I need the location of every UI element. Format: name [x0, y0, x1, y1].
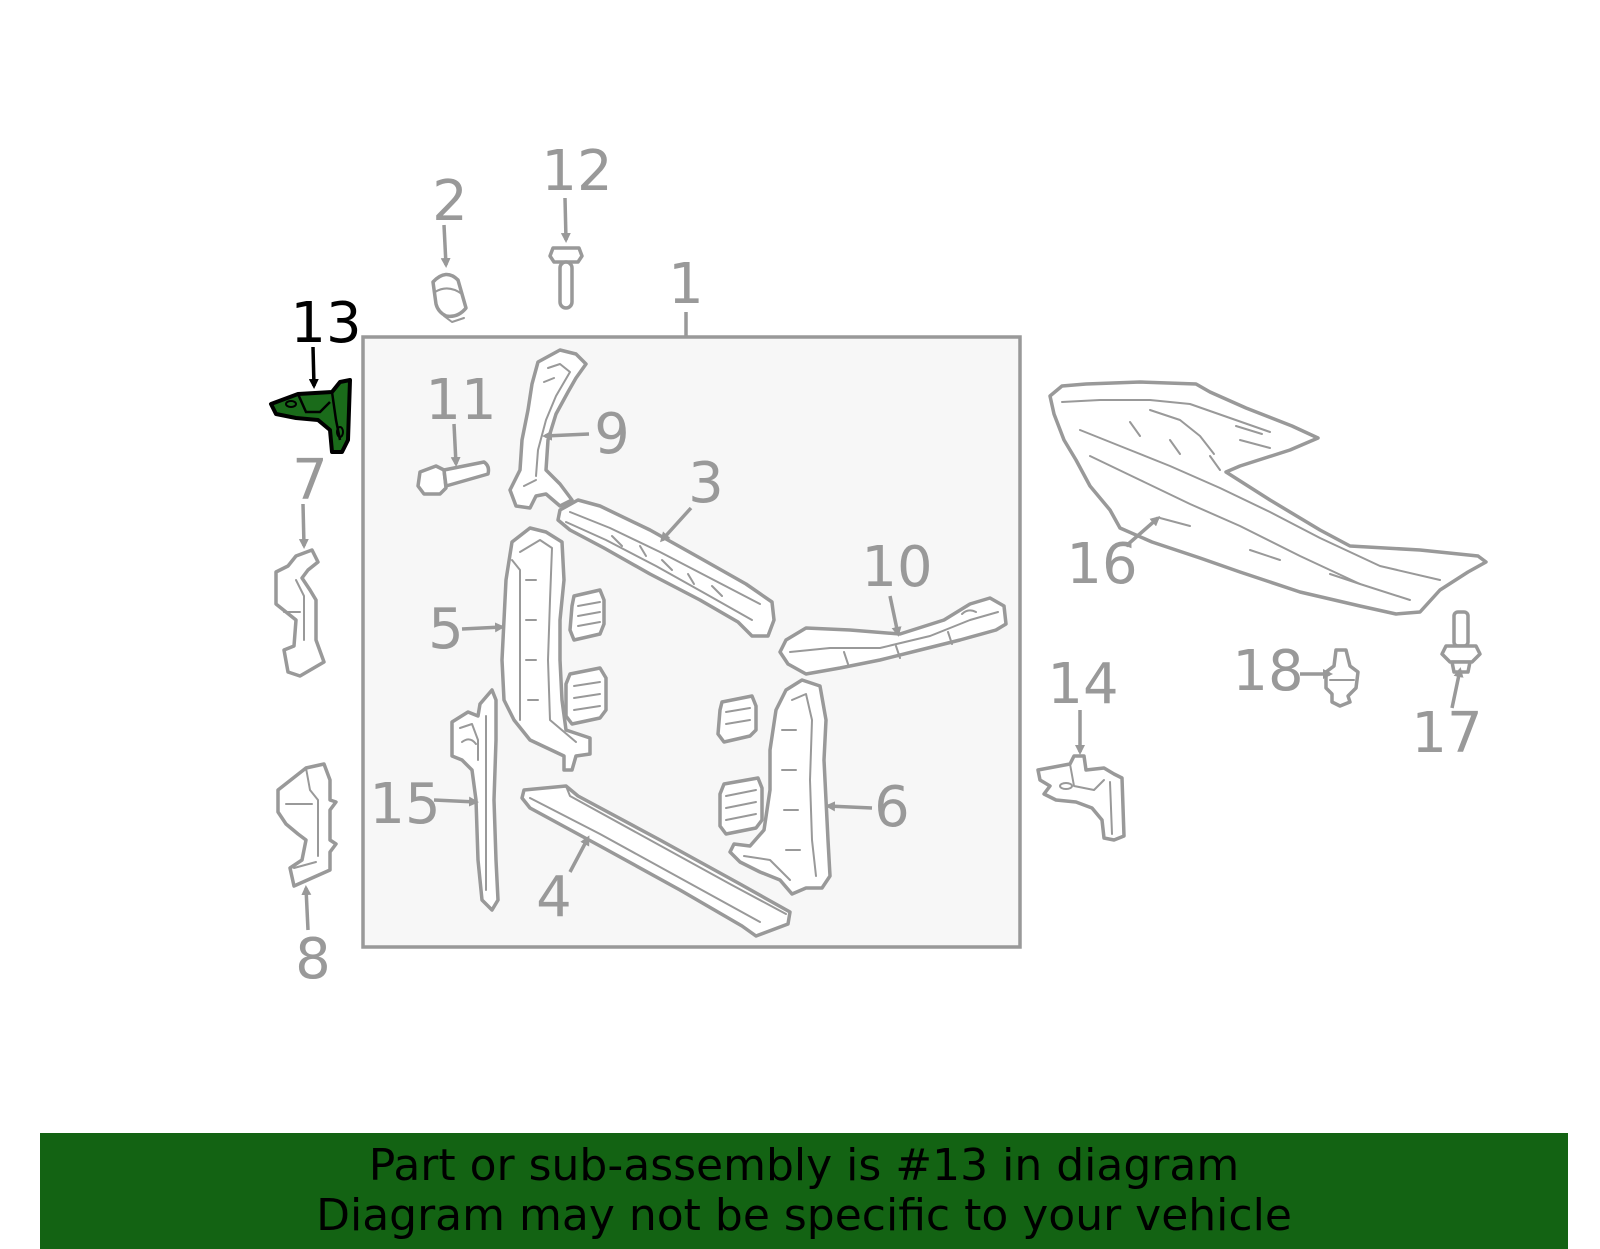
leader-16 — [1124, 516, 1161, 548]
part-5-clip-upper[interactable] — [568, 588, 606, 642]
part-5-clip-lower[interactable] — [564, 666, 608, 726]
callout-11[interactable]: 11 — [425, 368, 496, 433]
leader-12 — [560, 197, 571, 243]
part-6-clip-lower[interactable] — [718, 776, 764, 836]
callout-1[interactable]: 1 — [668, 252, 704, 317]
leader-2 — [440, 224, 451, 268]
callout-8[interactable]: 8 — [295, 927, 331, 992]
part-9-support[interactable] — [508, 348, 588, 510]
part-16-under-cover[interactable] — [1048, 380, 1488, 616]
callout-15[interactable]: 15 — [369, 772, 440, 837]
part-8-bracket[interactable] — [276, 762, 338, 888]
leader-10 — [888, 595, 902, 637]
callout-7[interactable]: 7 — [292, 448, 328, 513]
callout-12[interactable]: 12 — [541, 139, 612, 204]
callout-16[interactable]: 16 — [1066, 532, 1137, 597]
part-18-clip[interactable] — [1324, 648, 1360, 708]
part-11-bolt[interactable] — [416, 460, 491, 496]
leader-7 — [298, 503, 309, 549]
leader-15 — [433, 796, 479, 807]
part-15-brace[interactable] — [450, 688, 500, 912]
part-3-tie-bar[interactable] — [556, 498, 776, 638]
leader-8 — [301, 885, 312, 931]
callout-14[interactable]: 14 — [1047, 652, 1118, 717]
callout-3[interactable]: 3 — [688, 451, 724, 516]
callout-4[interactable]: 4 — [536, 865, 572, 930]
part-2-cushion[interactable] — [431, 272, 468, 323]
callout-10[interactable]: 10 — [861, 535, 932, 600]
callout-9[interactable]: 9 — [594, 402, 630, 467]
leader-9 — [542, 430, 590, 441]
leader-5 — [461, 622, 505, 633]
banner-line-1: Part or sub-assembly is #13 in diagram — [368, 1140, 1240, 1191]
info-banner: Part or sub-assembly is #13 in diagram D… — [40, 1133, 1568, 1249]
banner-line-2: Diagram may not be specific to your vehi… — [316, 1190, 1292, 1241]
part-4-rail[interactable] — [520, 784, 792, 938]
callout-5[interactable]: 5 — [428, 597, 464, 662]
part-6-clip-upper[interactable] — [716, 694, 758, 744]
leader-4 — [568, 835, 590, 873]
part-5-side-support[interactable] — [500, 526, 592, 772]
callout-18[interactable]: 18 — [1232, 639, 1303, 704]
part-7-bracket[interactable] — [274, 548, 326, 678]
callout-13[interactable]: 13 — [290, 291, 361, 356]
callout-2[interactable]: 2 — [432, 169, 468, 234]
part-14-bracket[interactable] — [1036, 754, 1126, 842]
part-17-pin[interactable] — [1440, 610, 1482, 674]
part-12-bolt[interactable] — [548, 246, 584, 310]
part-13-bracket[interactable] — [269, 378, 352, 454]
callout-6[interactable]: 6 — [874, 775, 910, 840]
leader-6 — [825, 801, 873, 812]
part-6-side-support[interactable] — [728, 678, 832, 896]
leader-13 — [308, 346, 319, 389]
leader-17 — [1450, 667, 1464, 709]
leader-11 — [450, 423, 461, 467]
callout-17[interactable]: 17 — [1411, 701, 1482, 766]
leader-3 — [659, 506, 693, 543]
